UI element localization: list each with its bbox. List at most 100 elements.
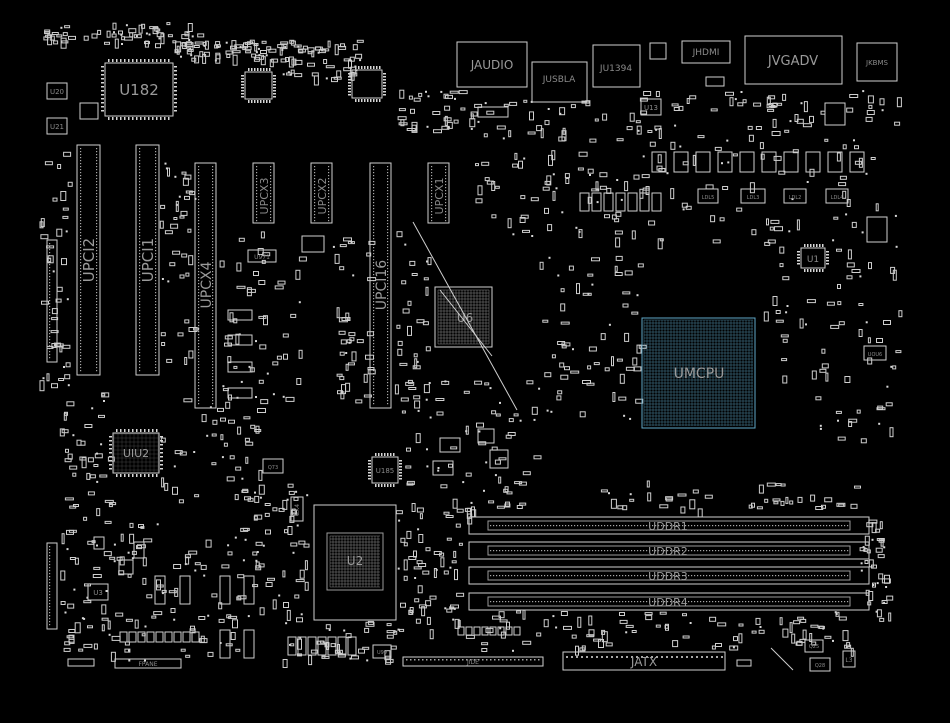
chip-small-right[interactable]: [824, 102, 846, 126]
slot-upcx1[interactable]: UPCX1: [427, 162, 450, 224]
chip-u21[interactable]: U21: [46, 117, 68, 135]
svg-text:U1: U1: [807, 255, 819, 265]
slot-uddr2[interactable]: UDDR2: [468, 541, 870, 560]
chip-small-mid4[interactable]: [432, 460, 454, 476]
slot-uddr1[interactable]: UDDR1: [468, 516, 870, 535]
chip-q25[interactable]: Q25: [804, 639, 824, 653]
svg-text:JU1394: JU1394: [599, 64, 632, 74]
regulator-ldl5[interactable]: LDL5: [697, 188, 719, 204]
svg-text:JKBMS: JKBMS: [865, 59, 888, 67]
svg-text:U182: U182: [119, 81, 159, 99]
svg-text:JAUDIO: JAUDIO: [470, 58, 514, 72]
chip-uou6[interactable]: UOU6: [863, 345, 887, 361]
trace-bottom-diagonal: [770, 647, 794, 671]
connector-jide[interactable]: JIDE: [402, 656, 544, 667]
part-small-lb2[interactable]: [118, 559, 134, 575]
slot-upci1[interactable]: UPCI1: [135, 144, 160, 376]
chip-u971[interactable]: [247, 249, 277, 263]
chip-uiu1[interactable]: [351, 69, 383, 99]
chip-u99[interactable]: U99: [372, 644, 392, 659]
svg-text:UPCX3: UPCX3: [258, 178, 271, 215]
svg-text:UPCX4: UPCX4: [199, 261, 215, 308]
svg-text:Q25: Q25: [809, 644, 819, 650]
smd-components: [39, 22, 903, 668]
connector-jatx[interactable]: JATX: [562, 651, 726, 671]
regulator-ldl2[interactable]: LDL2: [783, 188, 807, 204]
regulator-ldl4[interactable]: LDL4: [825, 188, 849, 204]
slot-upcx4[interactable]: UPCX4: [194, 162, 217, 409]
chip-uiu2[interactable]: UIU2: [112, 432, 160, 474]
connector-ju1394[interactable]: JU1394: [592, 44, 641, 88]
header-left-bottom[interactable]: [46, 542, 58, 630]
svg-text:LDL4: LDL4: [831, 195, 844, 201]
svg-text:UDDR1: UDDR1: [648, 520, 688, 533]
chip-q73[interactable]: Q73: [262, 458, 284, 474]
svg-text:UPCI16: UPCI16: [374, 260, 390, 311]
svg-text:UMCPU: UMCPU: [674, 366, 725, 382]
chip-small-uaux[interactable]: [79, 102, 99, 120]
svg-text:U20: U20: [50, 88, 64, 96]
chip-small-mid1[interactable]: [439, 437, 461, 453]
svg-text:UPCX1: UPCX1: [433, 178, 446, 215]
svg-text:Q28: Q28: [815, 663, 825, 669]
connector-jkbms[interactable]: JKBMS: [856, 42, 898, 82]
slot-upcx2[interactable]: UPCX2: [310, 162, 333, 224]
svg-text:JUSBLA: JUSBLA: [542, 75, 576, 85]
svg-text:UDDR4: UDDR4: [648, 596, 688, 609]
part-small-br[interactable]: [736, 659, 752, 667]
header-fpanel[interactable]: FPANE: [114, 658, 182, 669]
svg-text:JHDMI: JHDMI: [692, 48, 720, 58]
slot-upci16[interactable]: UPCI16: [369, 162, 392, 409]
chip-u13[interactable]: U13: [640, 98, 662, 116]
chip-ucu1[interactable]: [244, 71, 273, 100]
part-small-lb3[interactable]: [133, 541, 145, 559]
connector-jusbla[interactable]: JUSBLA: [531, 61, 588, 103]
chip-u3[interactable]: U3: [87, 583, 109, 601]
svg-text:U13: U13: [644, 104, 658, 112]
svg-text:UIU2: UIU2: [123, 447, 149, 460]
slot-upcx3[interactable]: UPCX3: [252, 162, 275, 224]
chip-small-mid2[interactable]: [477, 428, 495, 444]
chip-small-mid3[interactable]: [489, 449, 509, 469]
svg-text:U2: U2: [347, 554, 363, 568]
chip-u185[interactable]: U185: [371, 456, 399, 484]
svg-text:UOU6: UOU6: [868, 352, 882, 358]
chip-u2[interactable]: U2: [313, 504, 397, 621]
svg-text:LDL3: LDL3: [747, 195, 760, 201]
svg-text:JVGADV: JVGADV: [767, 54, 818, 69]
svg-text:CX4: CX4: [294, 504, 301, 516]
svg-text:U99: U99: [377, 650, 387, 656]
connector-jhdmi[interactable]: JHDMI: [681, 40, 731, 87]
header-small-bl[interactable]: [67, 658, 95, 667]
svg-text:UPCI2: UPCI2: [80, 238, 98, 282]
connector-jaudio[interactable]: JAUDIO: [456, 41, 528, 118]
bga-ball-grids: [113, 289, 753, 588]
slot-upci2[interactable]: UPCI2: [76, 144, 101, 376]
part-cx4[interactable]: [290, 496, 304, 522]
svg-text:UPCI1: UPCI1: [139, 238, 157, 282]
svg-text:U21: U21: [50, 123, 64, 131]
chip-u6[interactable]: U6: [434, 286, 493, 348]
chip-q28[interactable]: Q28: [809, 657, 831, 672]
slot-uddr4[interactable]: UDDR4: [468, 592, 870, 611]
chip-u20[interactable]: U20: [46, 82, 68, 100]
trace-diagonal-2: [439, 289, 493, 357]
svg-text:U3: U3: [93, 589, 103, 597]
chip-umcpu[interactable]: UMCPU: [641, 317, 756, 429]
chip-u1[interactable]: U1: [800, 247, 826, 269]
svg-text:FPANE: FPANE: [138, 661, 157, 668]
chip-u182[interactable]: U182: [104, 62, 174, 117]
slot-uddr3[interactable]: UDDR3: [468, 566, 870, 585]
svg-text:UDDR3: UDDR3: [648, 570, 688, 583]
chip-ldl-right[interactable]: [866, 216, 888, 243]
svg-text:L3: L3: [845, 657, 852, 664]
connector-jvgadv[interactable]: JVGADV: [744, 35, 843, 85]
part-small-lb1[interactable]: [93, 536, 105, 550]
chip-small-pcx[interactable]: [301, 235, 325, 253]
svg-text:LDL2: LDL2: [789, 195, 802, 201]
regulator-ldl3[interactable]: LDL3: [740, 188, 766, 204]
inductor-l3[interactable]: L3: [842, 650, 856, 668]
connector-small[interactable]: [649, 42, 667, 60]
header-left-long[interactable]: [46, 239, 58, 363]
svg-text:UPCX2: UPCX2: [316, 178, 329, 215]
